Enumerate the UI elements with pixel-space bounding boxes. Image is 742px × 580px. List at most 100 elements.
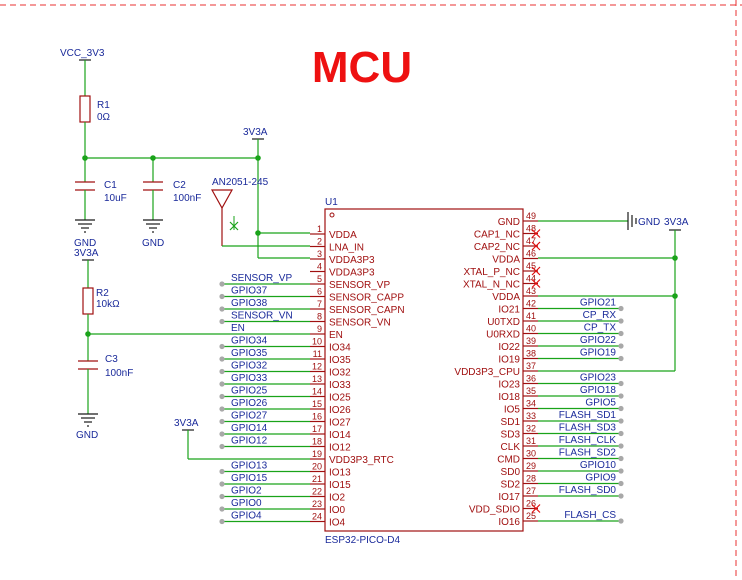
pin-number-left: 21 [312,474,322,484]
net-terminal-right [618,330,624,337]
net-terminal-left [219,443,225,450]
pin-number-right: 29 [526,461,536,471]
pin-name-left: EN [329,330,343,341]
net-terminal-right [618,343,624,349]
net-terminal-left [219,506,225,512]
net-terminal-right [618,318,624,324]
pin-name-left: IO13 [329,468,351,479]
pin-name-left: IO25 [329,393,351,404]
net-terminal-left [219,356,225,362]
pin-number-right: 44 [526,274,536,284]
pin-name-left: IO14 [329,430,351,441]
net-label-left: GPIO4 [231,511,262,522]
net-terminal-left [219,481,225,487]
net-terminal-right [618,355,624,362]
c1-ref: C1 [104,180,117,191]
net-label-right: GPIO9 [585,473,616,484]
pin-name-right: SD0 [501,467,521,478]
pin-name-left: IO26 [329,405,351,416]
net-terminal-left [219,293,225,300]
pin-number-left: 19 [312,449,322,459]
net-label-left: GPIO27 [231,411,268,422]
v33a-mid-label: 3V3A [74,248,99,259]
pin-number-right: 37 [526,361,536,371]
en-reset-section: 3V3A R2 10kΩ C3 100nF GND [74,248,310,441]
v33a-right-label: 3V3A [664,217,689,228]
pin-number-right: 27 [526,486,536,496]
net-label-right: GPIO10 [580,460,617,471]
pin-name-right: SD2 [501,480,521,491]
pin-name-right: CAP1_NC [474,230,520,241]
pin-name-right: IO21 [498,305,520,316]
c1-value: 10uF [104,193,127,204]
pin-number-left: 11 [313,349,322,359]
chip-body [324,208,524,532]
pin-number-right: 34 [526,399,536,409]
pin-number-left: 4 [317,262,322,272]
pin-name-left: IO33 [329,380,351,391]
pin-name-left: IO27 [329,418,351,429]
vcc-power-section: VCC_3V3 R1 0Ω C1 10uF GND C2 100nF [60,48,310,259]
net-label-right: FLASH_SD0 [559,485,617,496]
net-label-right: CP_TX [584,323,617,334]
pin-number-left: 8 [317,312,322,322]
pin-name-left: IO2 [329,493,346,504]
pin-number-left: 14 [312,387,322,397]
pin-number-right: 41 [526,311,536,321]
r2-ref: R2 [96,288,109,299]
net-terminal-right [618,393,624,399]
net-label-left: EN [231,323,245,334]
antenna-ref: AN2051-245 [212,177,269,188]
pin-name-right: CLK [501,442,521,453]
pin-number-right: 38 [526,349,536,359]
net-terminal-right [618,468,624,474]
net-terminal-right [618,480,624,487]
net-terminal-right [618,493,624,499]
net-label-left: GPIO35 [231,348,268,359]
pin-name-right: IO22 [498,342,520,353]
pin-name-right: IO16 [498,517,520,528]
pin-name-left: SENSOR_VN [329,318,391,329]
pin-name-left: SENSOR_CAPN [329,305,405,316]
pin-number-left: 2 [317,237,322,247]
pin-name-left: VDDA3P3 [329,255,375,266]
pin-number-right: 49 [526,211,536,221]
net-terminal-right [618,430,624,437]
gnd2-label: GND [142,238,164,249]
pin-number-left: 16 [312,412,322,422]
net-terminal-left [219,493,225,500]
right-pin-group: 49GND48CAP1_NC47CAP2_NC46VDDA45XTAL_P_NC… [454,211,541,528]
pin-number-right: 39 [526,336,536,346]
net-label-left: GPIO32 [231,361,268,372]
pin-name-left: SENSOR_CAPP [329,293,404,304]
net-label-right: FLASH_SD1 [559,410,617,421]
net-label-left: GPIO33 [231,373,268,384]
net-label-right: FLASH_CS [564,510,616,521]
pin-number-left: 22 [312,487,322,497]
pin-name-left: VDDA3P3 [329,268,375,279]
pin-number-right: 33 [526,411,536,421]
r1-ref: R1 [97,100,110,111]
pin-number-left: 13 [312,374,322,384]
pin-number-right: 48 [526,224,536,234]
no-connect-mark [531,279,541,288]
pin-name-right: U0RXD [486,330,520,341]
net-label-left: GPIO37 [231,286,268,297]
pin-name-right: IO5 [504,405,521,416]
no-connect-mark [531,266,541,276]
pin-number-right: 30 [526,449,536,459]
right-power-section: GND 3V3A [538,212,689,372]
net-terminal-left [219,393,225,400]
chip-part: ESP32-PICO-D4 [325,535,400,546]
pin-name-left: IO15 [329,480,351,491]
sheet-title: MCU [312,43,412,92]
pin-name-right: VDDA [492,255,520,266]
net-terminal-right [618,443,624,449]
pin-number-left: 1 [317,224,322,234]
pin-number-right: 46 [526,249,536,259]
net-label-right: GPIO21 [580,298,617,309]
right-net-group: GPIO21CP_RXCP_TXGPIO22GPIO19GPIO23GPIO18… [538,298,624,524]
